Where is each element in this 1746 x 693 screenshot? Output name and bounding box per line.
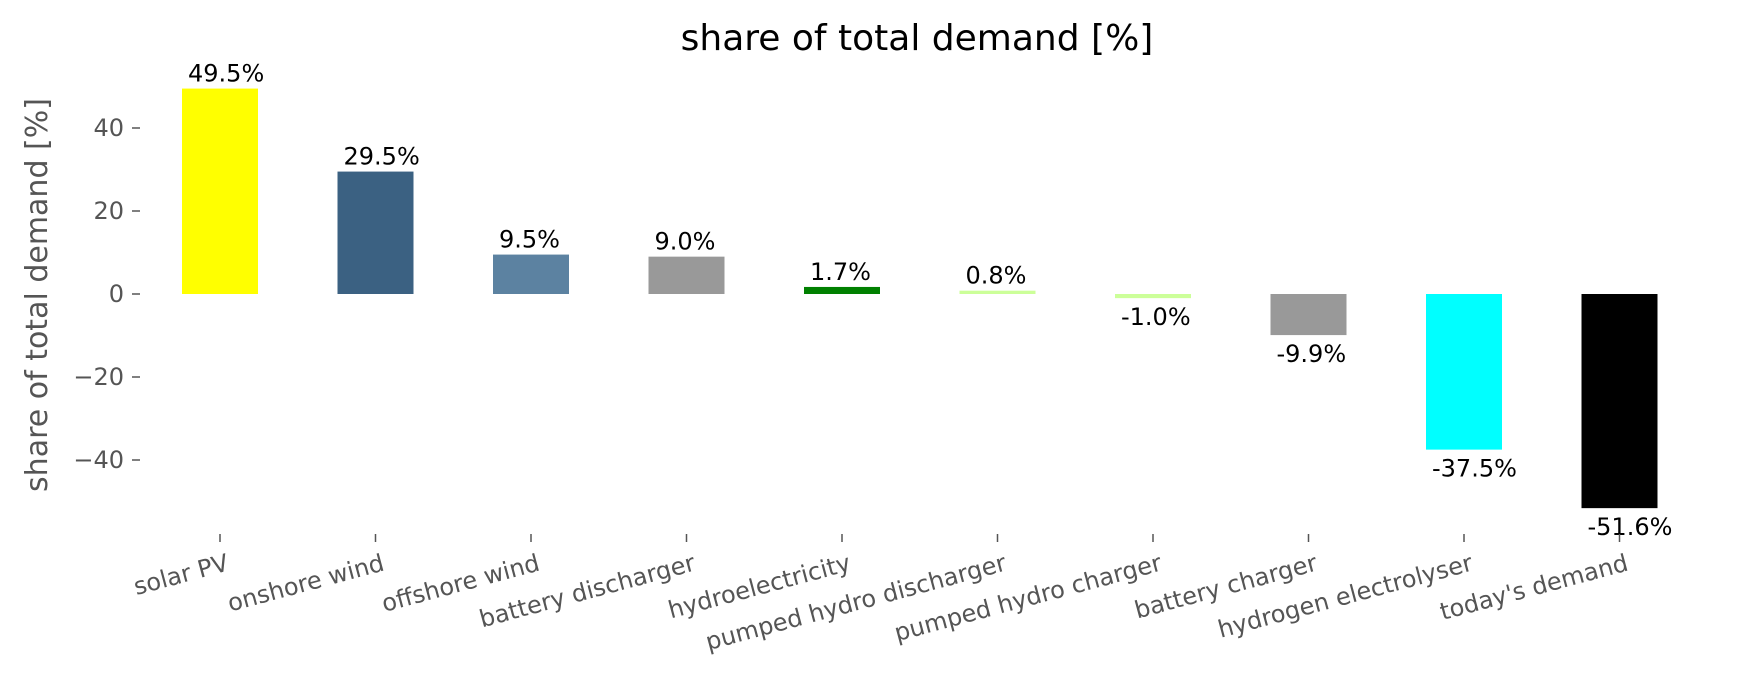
y-tick-label: −20 [73, 363, 124, 391]
bar [804, 286, 880, 294]
bar [1581, 294, 1658, 509]
bar [1270, 294, 1347, 336]
bar-value-label: 9.5% [499, 226, 560, 254]
x-tick-label: onshore wind [225, 549, 388, 618]
y-tick-label: −40 [73, 446, 124, 474]
x-tick-label: hydrogen electrolyser [1215, 549, 1476, 644]
chart-title: share of total demand [%] [681, 18, 1154, 59]
bar-value-label: 1.7% [810, 258, 871, 286]
y-tick-label: 40 [93, 114, 124, 142]
y-axis: −40 −20 0 20 40 [73, 114, 140, 474]
bar [337, 171, 414, 294]
bar-value-label: 9.0% [655, 228, 716, 256]
bar-value-label: 0.8% [966, 262, 1027, 290]
x-tick-label: pumped hydro charger [891, 549, 1164, 647]
x-tick-label: solar PV [131, 549, 232, 601]
bar-value-label: 29.5% [344, 143, 420, 171]
y-tick-label: 20 [93, 197, 124, 225]
y-axis-title: share of total demand [%] [20, 98, 55, 492]
y-tick-label: 0 [109, 280, 124, 308]
bar-value-label: -1.0% [1121, 303, 1191, 331]
bars-group: 49.5% 29.5% 9.5% 9.0% 1.7% 0.8% -1.0% -9.9% -37.… [182, 60, 1673, 541]
bar [648, 256, 725, 294]
bar-value-label: -51.6% [1588, 513, 1673, 541]
bar [1115, 294, 1191, 299]
bar-value-label: 49.5% [188, 60, 264, 88]
bar [182, 88, 258, 294]
bar [1426, 294, 1502, 450]
bar [493, 254, 569, 294]
bar-value-label: -37.5% [1432, 455, 1517, 483]
bar-value-label: -9.9% [1277, 340, 1347, 368]
bar [959, 290, 1036, 294]
